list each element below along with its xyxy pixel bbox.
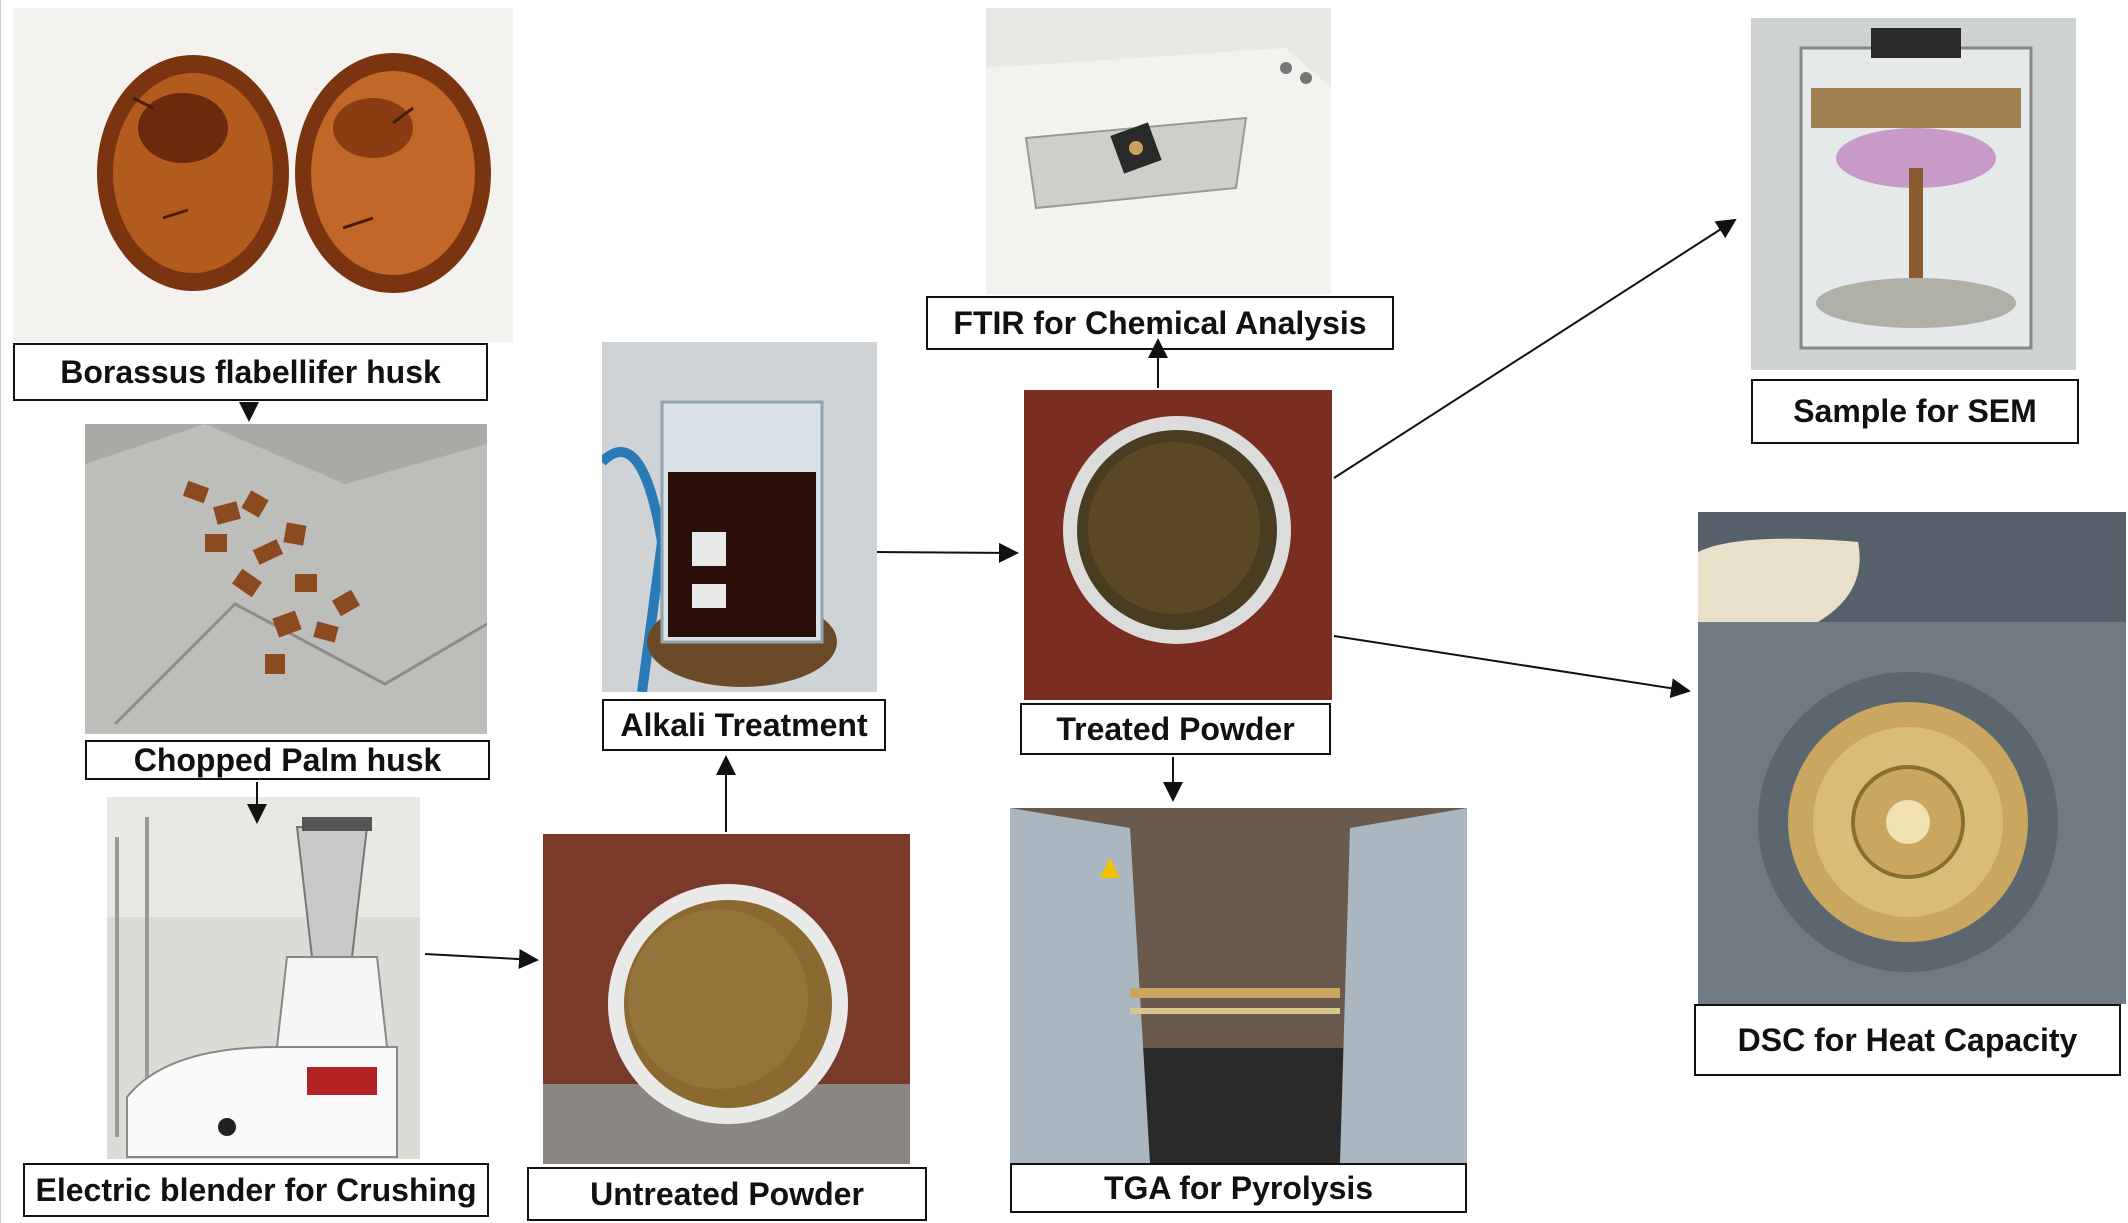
- chopped-label: Chopped Palm husk: [85, 740, 490, 780]
- dsc-photo: [1698, 512, 2126, 1004]
- arrow-alkali-to-treated: [876, 542, 1019, 563]
- treated-label: Treated Powder: [1020, 703, 1331, 755]
- alkali-label: Alkali Treatment: [602, 699, 886, 751]
- arrow-blender-to-untreated: [424, 949, 539, 970]
- dsc-label: DSC for Heat Capacity: [1694, 1004, 2121, 1076]
- sem-label: Sample for SEM: [1751, 379, 2079, 444]
- tga-label: TGA for Pyrolysis: [1010, 1163, 1467, 1213]
- ftir-photo: [986, 8, 1331, 294]
- blender-photo: [107, 797, 420, 1159]
- untreated-label: Untreated Powder: [527, 1167, 927, 1221]
- arrow-treated-to-dsc: [1333, 635, 1691, 699]
- alkali-photo: [602, 342, 877, 692]
- husk-label: Borassus flabellifer husk: [13, 343, 488, 401]
- treated-photo: [1024, 390, 1332, 700]
- untreated-photo: [543, 834, 910, 1164]
- husk-photo: [13, 8, 513, 342]
- arrow-treated-to-sem: [1333, 218, 1737, 479]
- blender-label: Electric blender for Crushing: [23, 1163, 489, 1217]
- chopped-photo: [85, 424, 487, 734]
- ftir-label: FTIR for Chemical Analysis: [926, 296, 1394, 350]
- sem-photo: [1751, 18, 2076, 370]
- tga-photo: [1010, 808, 1467, 1163]
